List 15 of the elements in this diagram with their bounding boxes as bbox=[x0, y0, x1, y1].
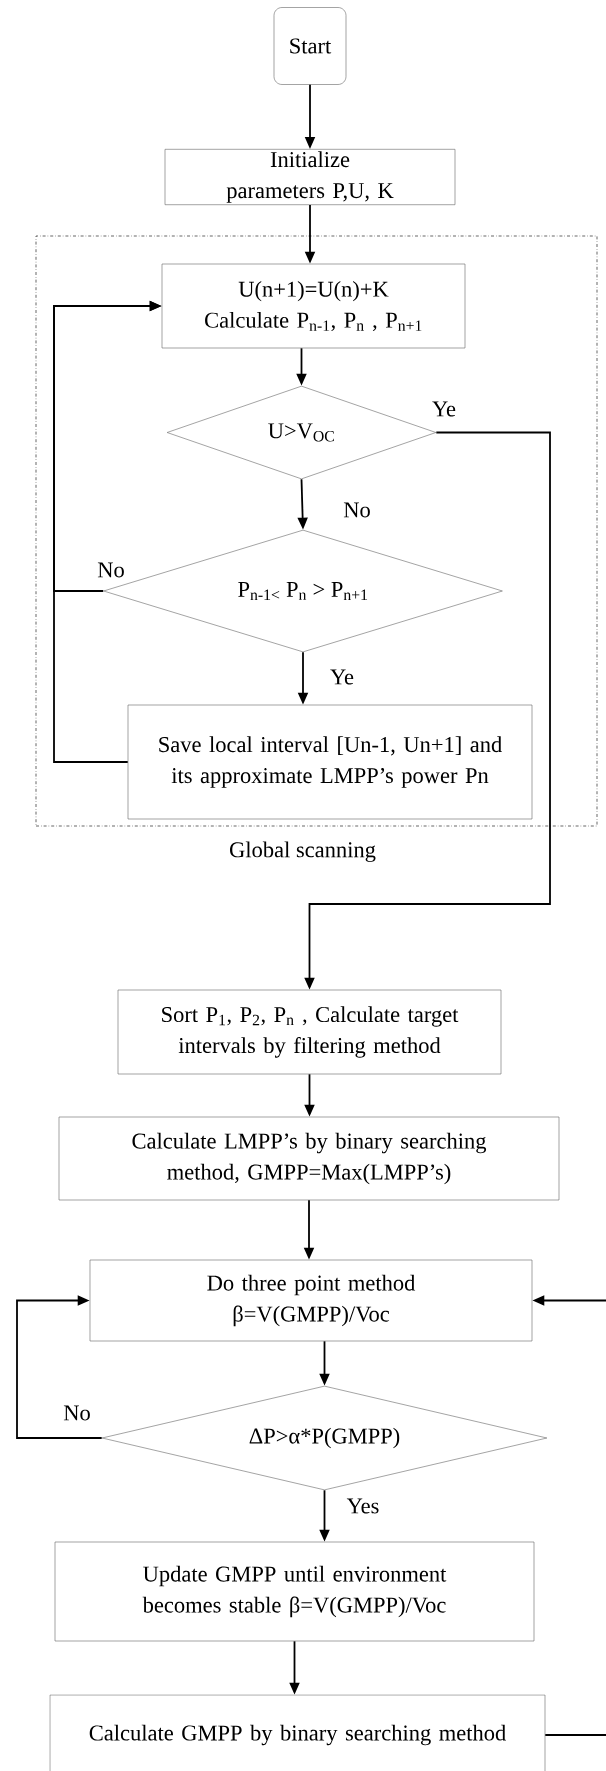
process-box: Sort P$_{1}$, P$_{2}$, P$_{n}$ , Calculate target intervals by filtering method bbox=[117, 989, 502, 1075]
start-terminal: Start bbox=[273, 7, 347, 85]
process-box: Calculate GMPP by binary searching method bbox=[49, 1694, 546, 1771]
node-label: Global scanning bbox=[230, 841, 376, 863]
process-box: U(n+1)=U(n)+K Calculate P$_{n-1}$, P$_{n}$ , P$_{n+1}$ bbox=[161, 263, 466, 349]
arrow bbox=[16, 1295, 103, 1439]
edge-label: Ye bbox=[329, 668, 355, 686]
edge-label: Yes bbox=[345, 1497, 381, 1515]
process-box: Initialize parameters P,U, K bbox=[164, 149, 456, 205]
edge-label: No bbox=[342, 501, 372, 519]
process-box: Do three point method β=V(GMPP)/Voc bbox=[89, 1259, 533, 1342]
process-box: Update GMPP until environment becomes stable β=V(GMPP)/Voc bbox=[54, 1541, 535, 1642]
process-box: Save local interval [Un-1, Un+1] and its approximate LMPP’s power Pn bbox=[127, 704, 533, 820]
edge-label: No bbox=[62, 1404, 92, 1422]
process-box: Calculate LMPP’s by binary searching method, GMPP=Max(LMPP’s) bbox=[58, 1116, 560, 1201]
